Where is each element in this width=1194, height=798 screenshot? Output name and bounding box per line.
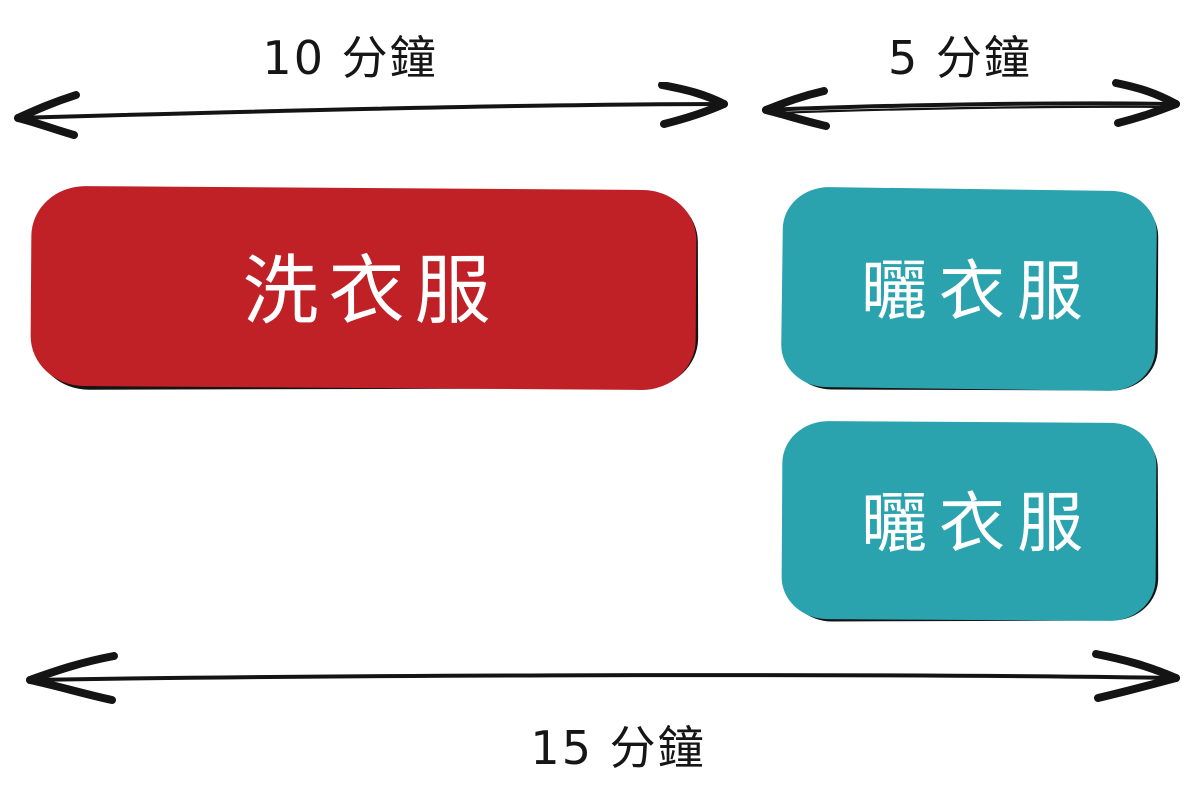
wash-duration-arrow bbox=[10, 82, 735, 140]
dry-duration-arrow bbox=[760, 78, 1184, 134]
total-duration-arrow bbox=[20, 648, 1184, 710]
task-box-dry-clothes-2: 曬衣服 bbox=[785, 426, 1159, 622]
task-box-dry-clothes-1: 曬衣服 bbox=[785, 193, 1159, 391]
wash-duration-label: 10 分鐘 bbox=[262, 31, 438, 85]
total-duration-label: 15 分鐘 bbox=[530, 721, 706, 775]
dry-duration-label: 5 分鐘 bbox=[888, 31, 1032, 85]
double-headed-arrow-icon bbox=[26, 650, 1180, 704]
double-headed-arrow-icon bbox=[14, 82, 728, 139]
double-headed-arrow-icon bbox=[762, 79, 1180, 130]
task-label: 洗衣服 bbox=[242, 245, 501, 336]
task-box-wash-clothes: 洗衣服 bbox=[34, 192, 699, 390]
task-label: 曬衣服 bbox=[860, 252, 1096, 331]
task-label: 曬衣服 bbox=[860, 484, 1096, 563]
